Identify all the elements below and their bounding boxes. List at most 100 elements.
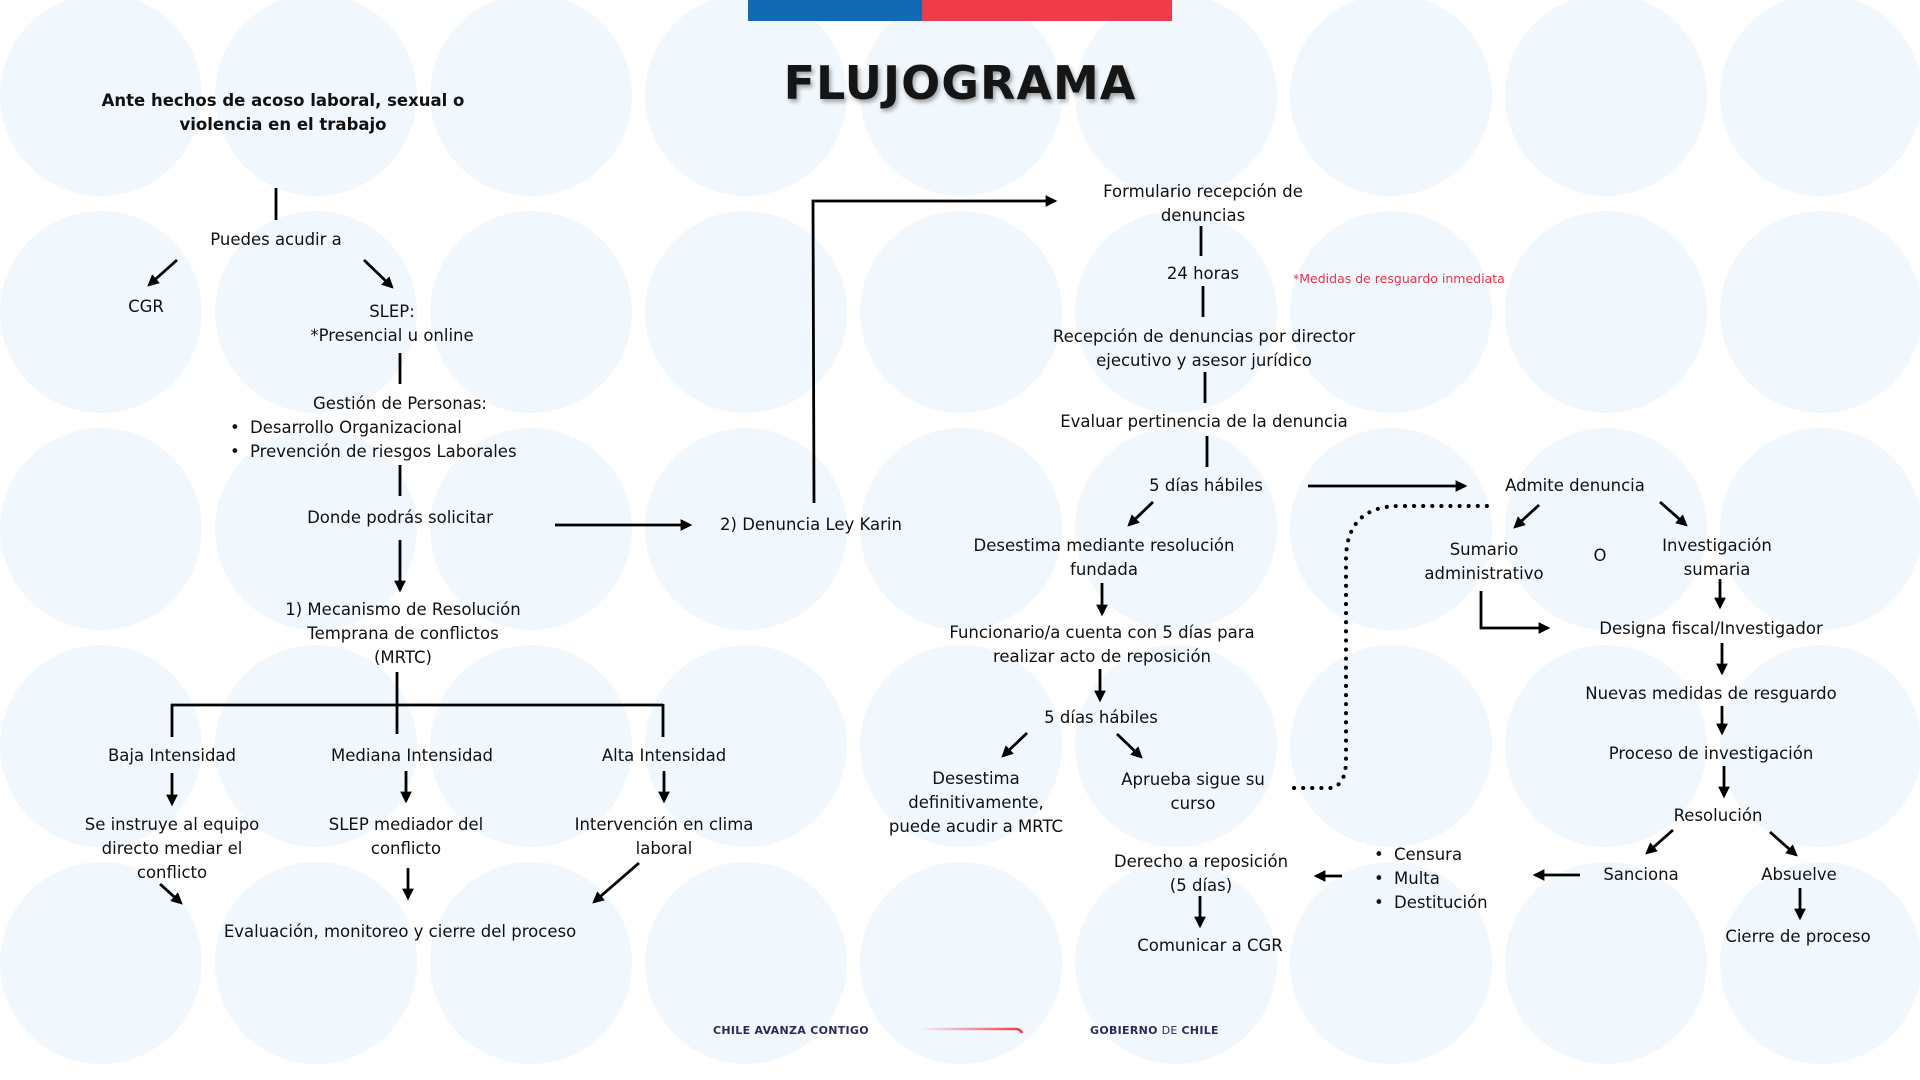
5-dias-habiles-label-2: 5 días hábiles (1044, 708, 1158, 727)
cierre-proceso-node: Cierre de proceso (1725, 927, 1871, 946)
gestion-title: Gestión de Personas: (313, 394, 487, 413)
mrtc-line: 1) Mecanismo de Resolución (285, 600, 521, 619)
mrtc-line: Temprana de conflictos (307, 624, 499, 643)
desestima-fundada-line: fundada (1070, 560, 1138, 579)
aprueba-line: curso (1170, 794, 1216, 813)
footer-brand-word: GOBIERNO (1090, 1024, 1158, 1037)
background-circle (645, 0, 847, 196)
background-circle (1290, 428, 1492, 630)
footer-brand-gobierno: GOBIERNO DE CHILE (1090, 1024, 1219, 1037)
background-circle (215, 428, 417, 630)
background-circle (0, 428, 202, 630)
sumario-line: Sumario (1449, 540, 1519, 559)
background-circle (860, 0, 1062, 196)
background-circle (0, 211, 202, 413)
sancion-item: Multa (1372, 867, 1488, 891)
background-circle (0, 862, 202, 1064)
background-circle (1505, 645, 1707, 847)
background-circle (215, 0, 417, 196)
desestima-fundada-line: Desestima mediante resolución (973, 536, 1235, 555)
slep-title: SLEP: (369, 302, 415, 321)
resolucion-node: Resolución (1673, 806, 1763, 825)
background-circle (1290, 645, 1492, 847)
baja-action-line: directo mediar el (101, 839, 243, 858)
background-circle (1290, 211, 1492, 413)
baja-action: Se instruye al equipo directo mediar el … (85, 813, 260, 885)
comunicar-cgr-node: Comunicar a CGR (1137, 936, 1283, 955)
desestima-def-line: puede acudir a MRTC (888, 817, 1064, 836)
5-dias-habiles-label: 5 días hábiles (1149, 476, 1263, 495)
desestima-fundada-node: Desestima mediante resolución fundada (974, 534, 1235, 582)
slep-modality: *Presencial u online (310, 326, 474, 345)
baja-action-line: Se instruye al equipo (84, 815, 260, 834)
medidas-resguardo-note: *Medidas de resguardo inmediata (1293, 271, 1505, 286)
derecho-line: (5 días) (1169, 876, 1233, 895)
investigacion-sumaria-line: Investigación (1662, 536, 1772, 555)
cgr-node: CGR (128, 297, 164, 316)
derecho-line: Derecho a reposición (1113, 852, 1289, 871)
desestima-def-line: definitivamente, (908, 793, 1044, 812)
start-heading-line-2: violencia en el trabajo (179, 115, 387, 134)
slep-node: SLEP: *Presencial u online (310, 300, 473, 348)
flag-bar-red (922, 0, 1172, 21)
absuelve-node: Absuelve (1761, 865, 1837, 884)
background-circle (0, 0, 202, 196)
mediana-action: SLEP mediador del conflicto (329, 813, 484, 861)
investigacion-sumaria-node: Investigación sumaria (1662, 534, 1772, 582)
aprueba-node: Aprueba sigue su curso (1121, 768, 1265, 816)
background-circle (645, 862, 847, 1064)
mediana-intensidad-label: Mediana Intensidad (330, 746, 494, 765)
background-circle (645, 428, 847, 630)
footer-brand-word: CHILE (713, 1024, 755, 1037)
mediana-action-line: conflicto (370, 839, 442, 858)
background-circle (1505, 211, 1707, 413)
funcionario-line: Funcionario/a cuenta con 5 días para (949, 623, 1255, 642)
evaluar-pertinencia-node: Evaluar pertinencia de la denuncia (1060, 412, 1348, 431)
puedes-acudir-label: Puedes acudir a (210, 230, 342, 249)
alta-action: Intervención en clima laboral (575, 813, 754, 861)
formulario-line: Formulario recepción de (1103, 182, 1303, 201)
background-circle (1505, 428, 1707, 630)
aprueba-line: Aprueba sigue su (1121, 770, 1265, 789)
sanciona-node: Sanciona (1603, 865, 1679, 884)
sumario-administrativo-node: Sumario administrativo (1424, 538, 1543, 586)
background-circle (1720, 428, 1920, 630)
background-circle (1075, 645, 1277, 847)
background-circle (1075, 428, 1277, 630)
investigacion-sumaria-line: sumaria (1683, 560, 1751, 579)
gestion-list: Desarrollo Organizacional Prevención de … (228, 416, 517, 464)
sancion-item: Destitución (1372, 891, 1488, 915)
footer-brand-word: CONTIGO (806, 1024, 869, 1037)
recepcion-line: Recepción de denuncias por director (1052, 327, 1356, 346)
proceso-investigacion-node: Proceso de investigación (1608, 744, 1814, 763)
background-circle (430, 862, 632, 1064)
funcionario-line: realizar acto de reposición (992, 647, 1212, 666)
flag-bar-blue (748, 0, 922, 21)
or-label: O (1593, 546, 1607, 565)
background-circle (1505, 862, 1707, 1064)
background-circle (430, 428, 632, 630)
footer-brand-word: CHILE (1181, 1024, 1219, 1037)
chile-swoosh-logo-icon (918, 1027, 1024, 1039)
evaluacion-node: Evaluación, monitoreo y cierre del proce… (223, 922, 577, 941)
gestion-item: Prevención de riesgos Laborales (228, 440, 517, 464)
formulario-line: denuncias (1160, 206, 1246, 225)
background-circle (430, 645, 632, 847)
24-horas-label: 24 horas (1166, 264, 1240, 283)
background-circle (860, 862, 1062, 1064)
background-circle (1505, 0, 1707, 196)
desestima-definitivamente-node: Desestima definitivamente, puede acudir … (889, 767, 1063, 839)
background-circle (215, 645, 417, 847)
background-circle (1720, 862, 1920, 1064)
gestion-item: Desarrollo Organizacional (228, 416, 517, 440)
start-heading: Ante hechos de acoso laboral, sexual o v… (102, 89, 465, 137)
alta-action-line: laboral (635, 839, 693, 858)
background-circle (645, 645, 847, 847)
sanciones-list: Censura Multa Destitución (1372, 843, 1488, 915)
background-circle (860, 211, 1062, 413)
background-circle (1075, 211, 1277, 413)
background-circle (1720, 645, 1920, 847)
donde-label: Donde podrás solicitar (307, 508, 493, 527)
sumario-line: administrativo (1424, 564, 1544, 583)
